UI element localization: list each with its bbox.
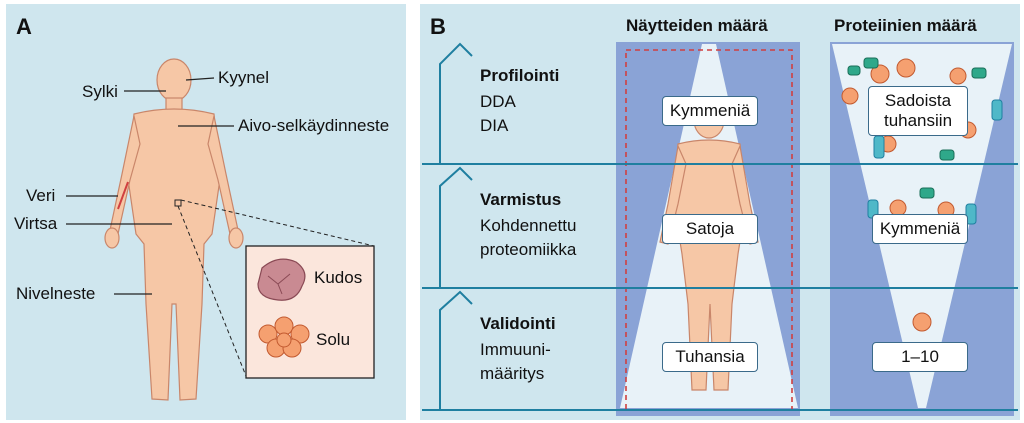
label-kyynel: Kyynel	[218, 68, 269, 88]
proteins-box: 1–10	[872, 342, 968, 372]
label-sylki: Sylki	[82, 82, 118, 102]
row-line: Immuuni-	[480, 340, 551, 360]
body-illustration	[6, 4, 406, 420]
label-veri: Veri	[26, 186, 55, 206]
panel-a-letter: A	[16, 14, 32, 40]
label-aivo: Aivo-selkäydinneste	[238, 116, 389, 136]
label-virtsa: Virtsa	[14, 214, 57, 234]
samples-box: Satoja	[662, 214, 758, 244]
panel-b: B Näytteiden määrä Proteiinien määrä Pro…	[420, 4, 1020, 420]
label-nivelneste: Nivelneste	[16, 284, 95, 304]
row-line: Kohdennettu	[480, 216, 576, 236]
label-kudos: Kudos	[314, 268, 362, 288]
row-line: DDA	[480, 92, 516, 112]
tissue-icon	[258, 259, 305, 300]
row-title-profilointi: Profilointi	[480, 66, 559, 86]
panel-a: A Sylki Kyynel Aivo-selkäydinneste Veri …	[6, 4, 406, 420]
proteins-box: Kymmeniä	[872, 214, 968, 244]
samples-box: Tuhansia	[662, 342, 758, 372]
row-line: proteomiikka	[480, 240, 576, 260]
row-title-validointi: Validointi	[480, 314, 556, 334]
col-samples-header: Näytteiden määrä	[626, 16, 768, 36]
samples-box: Kymmeniä	[662, 96, 758, 126]
row-line: määritys	[480, 364, 544, 384]
panel-b-letter: B	[430, 14, 446, 40]
proteins-box: Sadoista tuhansiin	[868, 86, 968, 136]
row-line: DIA	[480, 116, 508, 136]
row-title-varmistus: Varmistus	[480, 190, 561, 210]
col-proteins-header: Proteiinien määrä	[834, 16, 977, 36]
label-solu: Solu	[316, 330, 350, 350]
